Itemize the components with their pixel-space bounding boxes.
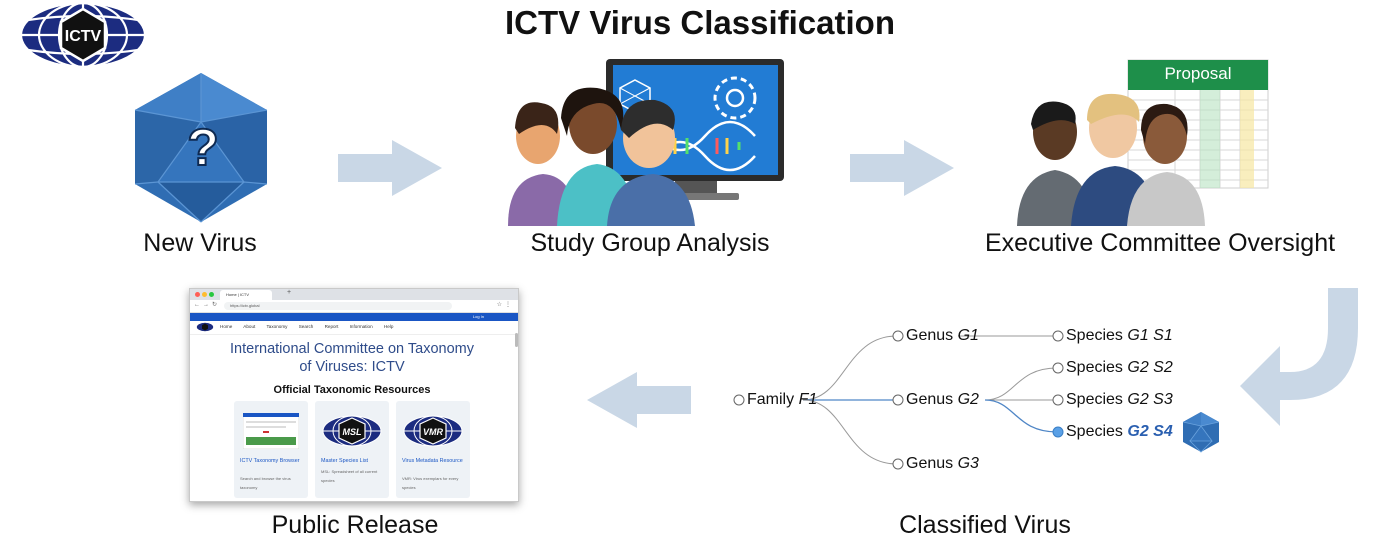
tree-label-species-g1-s1: Species G1 S1 (1066, 327, 1173, 344)
card-title-virus-metadata-resource[interactable]: Virus Metadata Resource (402, 458, 463, 464)
vmr-badge-text: VMR (423, 427, 444, 437)
tree-label-family: Family F1 (747, 391, 818, 408)
card-desc-virus-metadata-resource: VMR: Virus exemplars for every species (402, 476, 459, 490)
nav-item-search[interactable]: Search (298, 324, 314, 329)
maximize-dot-icon[interactable] (209, 292, 214, 297)
node-family (733, 394, 745, 406)
node-genus-g3 (892, 458, 904, 470)
site-nav-items: Home About Taxonomy Search Report Inform… (220, 324, 403, 329)
logo-text: ICTV (65, 28, 102, 45)
browser-tools-icon[interactable]: ☆⋮ (496, 302, 514, 308)
node-species-g1-s1 (1052, 330, 1064, 342)
resource-card-master-species-list[interactable]: MSL Master Species List MSL: Spreadsheet… (315, 401, 389, 498)
resource-card-virus-metadata-resource[interactable]: VMR Virus Metadata Resource VMR: Virus e… (396, 401, 470, 498)
card-desc-master-species-list: MSL: Spreadsheet of all current species (321, 469, 378, 483)
arrow-curved-down-left (1240, 288, 1360, 433)
tree-label-genus-g3: Genus G3 (906, 455, 979, 472)
nav-item-taxonomy[interactable]: Taxonomy (266, 324, 288, 329)
site-heading: International Committee on Taxonomy of V… (190, 340, 514, 376)
label-public-release: Public Release (271, 511, 439, 539)
curved-arrow-icon (1240, 288, 1358, 426)
site-heading-line1: International Committee on Taxonomy (230, 341, 474, 357)
scrollbar[interactable] (515, 333, 518, 347)
msl-badge-text: MSL (343, 427, 362, 437)
committee-with-proposal-icon (1017, 59, 1269, 226)
new-tab-button[interactable]: + (287, 289, 292, 296)
ictv-logo: ICTV (19, 1, 147, 69)
tree-label-species-g2-s4: Species G2 S4 (1066, 423, 1173, 440)
arrow-right-icon (850, 140, 954, 196)
researchers-at-monitor-icon (508, 59, 784, 226)
arrow-right-2 (850, 140, 954, 201)
node-genus-g2 (892, 394, 904, 406)
site-heading-line2: of Viruses: ICTV (299, 359, 405, 375)
node-species-g2-s2 (1052, 362, 1064, 374)
browser-tab[interactable]: Home | ICTV (220, 290, 272, 300)
globe-logo-icon: ICTV (19, 1, 147, 69)
browser-tab-bar: Home | ICTV + (190, 289, 518, 300)
proposal-label: Proposal (1164, 64, 1232, 83)
label-new-virus: New Virus (143, 229, 257, 257)
tree-label-genus-g1: Genus G1 (906, 327, 979, 344)
nav-item-information[interactable]: Information (349, 324, 373, 329)
arrow-left (587, 372, 691, 433)
site-logo-icon[interactable] (196, 322, 214, 332)
nav-arrows-icon[interactable]: ←→↻ (194, 302, 221, 308)
new-virus-figure: ? (130, 70, 272, 225)
executive-committee-figure: Proposal (1015, 58, 1275, 226)
study-group-figure (505, 58, 795, 226)
browser-url-bar: ←→↻ https://ictv.global ☆⋮ (190, 300, 518, 313)
site-subheading: Official Taxonomic Resources (273, 384, 431, 396)
close-dot-icon[interactable] (195, 292, 200, 297)
login-link[interactable]: Log In (472, 314, 484, 319)
label-executive-committee: Executive Committee Oversight (984, 229, 1336, 257)
card-desc-taxonomy-browser: Search and browse the virus taxonomy (240, 476, 291, 490)
site-top-bar: Log In (190, 313, 518, 321)
node-species-g2-s4-selected (1052, 426, 1064, 438)
classified-virus-icon (1182, 412, 1220, 453)
nav-item-help[interactable]: Help (383, 324, 394, 329)
resource-card-taxonomy-browser[interactable]: ICTV Taxonomy Browser Search and browse … (234, 401, 308, 498)
label-study-group: Study Group Analysis (530, 229, 770, 257)
nav-item-report[interactable]: Report (324, 324, 339, 329)
arrow-left-icon (587, 372, 691, 428)
nav-item-about[interactable]: About (243, 324, 256, 329)
url-field[interactable]: https://ictv.global (224, 302, 452, 310)
arrow-right-1 (338, 140, 442, 201)
tree-label-species-g2-s2: Species G2 S2 (1066, 359, 1173, 376)
arrow-right-icon (338, 140, 442, 196)
vmr-globe-icon: VMR (403, 415, 463, 447)
site-nav: Home About Taxonomy Search Report Inform… (190, 321, 518, 335)
taxonomy-browser-thumbnail-icon (243, 413, 299, 449)
msl-globe-icon: MSL (322, 415, 382, 447)
browser-window: Home | ICTV + ←→↻ https://ictv.global ☆⋮… (189, 288, 519, 502)
nav-item-home[interactable]: Home (220, 324, 233, 329)
card-title-master-species-list[interactable]: Master Species List (321, 458, 369, 464)
tree-label-species-g2-s3: Species G2 S3 (1066, 391, 1173, 408)
tree-label-genus-g2: Genus G2 (906, 391, 979, 408)
node-genus-g1 (892, 330, 904, 342)
minimize-dot-icon[interactable] (202, 292, 207, 297)
card-title-taxonomy-browser[interactable]: ICTV Taxonomy Browser (240, 458, 300, 464)
icosahedron-question-icon: ? (134, 73, 268, 223)
page-title: ICTV Virus Classification (504, 4, 895, 41)
node-species-g2-s3 (1052, 394, 1064, 406)
svg-text:?: ? (187, 119, 219, 177)
label-classified-virus: Classified Virus (899, 511, 1071, 539)
